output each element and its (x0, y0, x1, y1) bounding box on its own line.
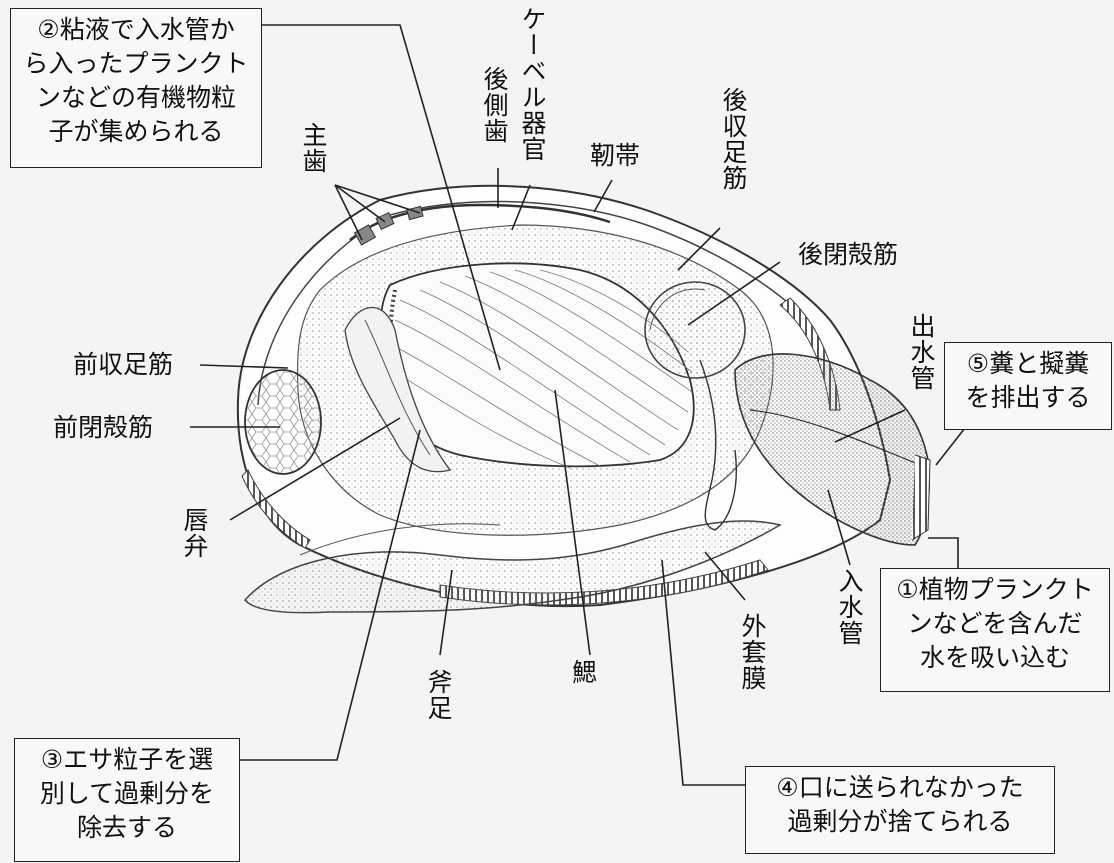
labial-palp-shape (344, 306, 452, 473)
label-excurrent-siphon: 出水管 (907, 313, 936, 391)
note-3-line: 別して過剰分を (39, 779, 215, 808)
label-posterior-adductor: 後閉殻筋 (798, 240, 899, 269)
note-4-line: ④口に送られなかった (776, 773, 1024, 802)
posterior-adductor-shape (644, 281, 746, 379)
note-2-box: ②粘液で入水管か ら入ったプランクト ンなどの有機物粒 子が集められる (10, 8, 262, 168)
note-2-line: ②粘液で入水管か (37, 15, 235, 44)
foot-shape (244, 520, 782, 614)
siphons-shape (699, 353, 931, 546)
label-posterior-lateral-teeth: 後側歯 (480, 66, 509, 144)
note-4-box: ④口に送られなかった 過剰分が捨てられる (745, 766, 1055, 854)
note-4-line: 過剰分が捨てられる (787, 807, 1013, 836)
note-2-line: 子が集められる (48, 117, 224, 146)
label-foot: 斧足 (424, 669, 453, 721)
note-1-box: ①植物プランクト ンなどを含んだ 水を吸い込む (880, 568, 1110, 692)
note-3-box: ③エサ粒子を選 別して過剰分を 除去する (14, 738, 240, 862)
note-3-line: ③エサ粒子を選 (40, 745, 214, 774)
note-2-line: ンなどの有機物粒 (35, 83, 236, 112)
note-2-line: ら入ったプランクト (23, 49, 249, 78)
label-gill: 鰓 (572, 658, 598, 687)
note-5-box: ⑤糞と擬糞 を排出する (944, 342, 1112, 430)
label-labial-palp: 唇弁 (180, 507, 209, 559)
label-main-teeth: 主歯 (299, 122, 328, 174)
note-1-line: ①植物プランクト (896, 575, 1094, 604)
note-1-line: ンなどを含んだ (907, 609, 1083, 638)
note-5-line: を排出する (965, 383, 1091, 412)
label-anterior-adductor: 前閉殻筋 (53, 413, 154, 442)
label-ligament: 靭帯 (590, 141, 641, 170)
leader-lines (190, 24, 966, 786)
label-keber-organ: ケーベル器官 (518, 6, 547, 162)
label-anterior-retractor: 前収足筋 (73, 350, 174, 379)
label-posterior-retractor: 後収足筋 (719, 87, 748, 191)
anterior-adductor-shape (244, 369, 322, 475)
note-3-line: 除去する (76, 813, 177, 842)
note-5-line: ⑤糞と擬糞 (966, 349, 1090, 378)
note-1-line: 水を吸い込む (919, 643, 1070, 672)
label-mantle: 外套膜 (738, 613, 767, 691)
label-incurrent-siphon: 入水管 (835, 568, 864, 646)
